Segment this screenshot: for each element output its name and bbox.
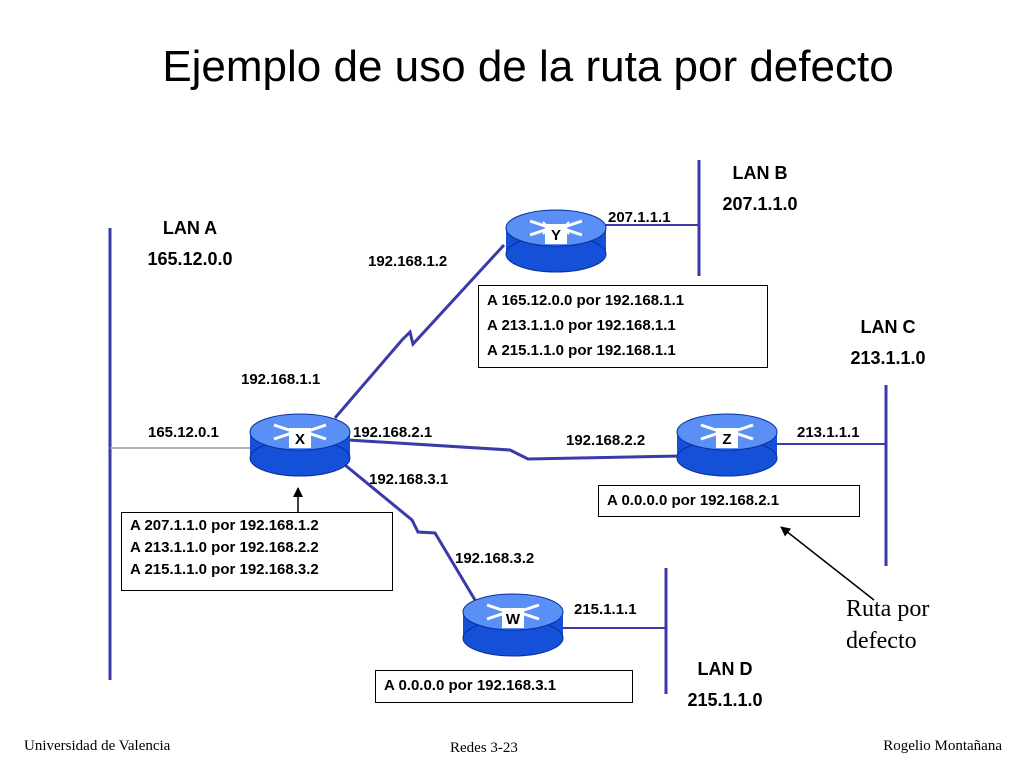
lan-c-label: LAN C 213.1.1.0 [823, 312, 953, 374]
routing-table-z: A 0.0.0.0 por 192.168.2.1 [598, 485, 860, 517]
lan-a-network: 165.12.0.0 [147, 249, 233, 269]
router-w[interactable]: W [462, 593, 564, 657]
router-x[interactable]: X [249, 413, 351, 477]
if-w-lan: 215.1.1.1 [574, 601, 637, 618]
note-line-2: defecto [846, 628, 917, 654]
router-x-label: X [295, 431, 305, 448]
routing-entry: A 213.1.1.0 por 192.168.1.1 [487, 317, 676, 334]
if-z-lan: 213.1.1.1 [797, 424, 860, 441]
lan-d-network: 215.1.1.0 [687, 690, 763, 710]
footer-center: Redes 3-23 [450, 740, 518, 756]
if-y-x: 192.168.1.2 [368, 253, 448, 270]
serial-link-x-z [347, 438, 682, 461]
routing-table-w: A 0.0.0.0 por 192.168.3.1 [375, 670, 633, 703]
routing-entry: A 0.0.0.0 por 192.168.3.1 [384, 677, 557, 694]
routing-entry: A 0.0.0.0 por 192.168.2.1 [607, 492, 780, 509]
footer-right: Rogelio Montañana [883, 738, 1002, 754]
lan-d-label: LAN D 215.1.1.0 [660, 654, 790, 716]
serial-link-x-w [344, 463, 477, 601]
if-y-lan: 207.1.1.1 [608, 209, 671, 226]
router-icon [249, 413, 351, 477]
lan-c-network: 213.1.1.0 [850, 348, 926, 368]
lan-a-name: LAN A [162, 218, 218, 238]
lan-b-network: 207.1.1.0 [722, 194, 798, 214]
routing-table-y: A 165.12.0.0 por 192.168.1.1 A 213.1.1.0… [478, 285, 768, 368]
lan-a-label: LAN A 165.12.0.0 [125, 213, 255, 275]
if-x-y: 192.168.1.1 [241, 371, 321, 388]
router-y-label: Y [551, 227, 561, 244]
lan-c-name: LAN C [860, 317, 916, 337]
routing-entry: A 215.1.1.0 por 192.168.3.2 [130, 561, 319, 578]
if-z-x: 192.168.2.2 [566, 432, 646, 449]
default-route-note: Ruta por defecto [846, 593, 929, 657]
routing-entry: A 165.12.0.0 por 192.168.1.1 [487, 292, 685, 309]
footer-left: Universidad de Valencia [24, 738, 171, 754]
router-w-label: W [506, 611, 521, 628]
if-x-w: 192.168.3.1 [369, 471, 449, 488]
routing-entry: A 213.1.1.0 por 192.168.2.2 [130, 539, 319, 556]
router-y[interactable]: Y [505, 209, 607, 273]
router-z[interactable]: Z [676, 413, 778, 477]
routing-entry: A 207.1.1.0 por 192.168.1.2 [130, 517, 319, 534]
lan-b-label: LAN B 207.1.1.0 [695, 158, 825, 220]
routing-table-x: A 207.1.1.0 por 192.168.1.2 A 213.1.1.0 … [121, 512, 393, 591]
lan-d-name: LAN D [697, 659, 753, 679]
page-title: Ejemplo de uso de la ruta por defecto [162, 42, 894, 91]
lan-b-name: LAN B [732, 163, 788, 183]
if-x-lan: 165.12.0.1 [148, 424, 219, 441]
if-w-x: 192.168.3.2 [455, 550, 535, 567]
note-line-1: Ruta por [846, 596, 930, 622]
arrow-default-route [780, 526, 875, 601]
if-x-z: 192.168.2.1 [353, 424, 433, 441]
routing-entry: A 215.1.1.0 por 192.168.1.1 [487, 342, 676, 359]
serial-link-x-y [333, 243, 506, 419]
router-z-label: Z [722, 431, 731, 448]
